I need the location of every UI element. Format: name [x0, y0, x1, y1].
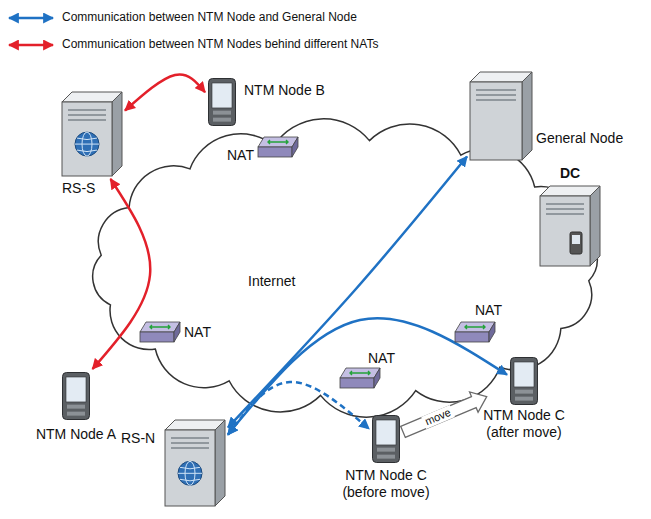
connector [228, 382, 369, 435]
phone-icon [208, 78, 236, 126]
connector-line [125, 74, 205, 110]
mobile-node: NTM Node B [208, 78, 236, 126]
node-label: NTM Node C (after move) [472, 407, 576, 441]
mobile-node: NTM Node A [62, 372, 90, 420]
node-label: NTM Node B [244, 82, 325, 99]
legend-entry: Communication between NTM Nodes behind d… [6, 37, 606, 53]
relay-server: RS-S [62, 92, 122, 176]
edge-label: move [422, 405, 456, 429]
legend-text: Communication between NTM Node and Gener… [62, 10, 357, 25]
router-icon [455, 322, 495, 342]
node-label: RS-S [62, 180, 95, 197]
move-arrow [401, 392, 487, 437]
server-icon [165, 420, 225, 506]
node-label: General Node [536, 130, 623, 147]
mobile-node: NTM Node C (after move) [510, 357, 538, 405]
phone-icon [62, 372, 90, 420]
node-label: RS-N [121, 430, 155, 447]
router-icon [140, 322, 180, 342]
block-arrow [401, 392, 487, 437]
node-label: DC [560, 165, 580, 182]
router-icon [258, 137, 298, 157]
phone-icon [372, 415, 400, 463]
mobile-node: NTM Node C (before move) [372, 415, 400, 463]
server-icon [62, 92, 122, 176]
connector [228, 318, 507, 434]
node-label: NAT [184, 324, 211, 341]
connector-line [93, 179, 151, 369]
nat-router: NAT [140, 322, 180, 342]
dc-server: DC [540, 186, 600, 266]
server-icon [470, 72, 532, 160]
node-label: NAT [368, 350, 395, 367]
general-server: General Node [470, 72, 532, 160]
connector-line [228, 318, 507, 434]
legend-line-sample [6, 10, 56, 26]
nat-router: NAT [340, 368, 380, 388]
nat-router: NAT [455, 322, 495, 342]
connector [228, 157, 467, 428]
node-label: NTM Node C (before move) [334, 467, 438, 501]
legend-entry: Communication between NTM Node and Gener… [6, 10, 606, 26]
router-icon [340, 368, 380, 388]
server-icon [540, 186, 600, 266]
node-label: NAT [475, 302, 502, 319]
node-label: NTM Node A [36, 426, 116, 443]
legend-line-sample [6, 37, 56, 53]
connector-line [228, 382, 369, 435]
node-label: Internet [248, 273, 295, 290]
nat-router: NAT [258, 137, 298, 157]
connector [93, 179, 151, 369]
legend-text: Communication between NTM Nodes behind d… [62, 37, 378, 52]
relay-server: RS-N [165, 420, 225, 506]
phone-icon [510, 357, 538, 405]
connector [125, 74, 205, 110]
connector-line [228, 157, 467, 428]
node-label: NAT [227, 147, 254, 164]
